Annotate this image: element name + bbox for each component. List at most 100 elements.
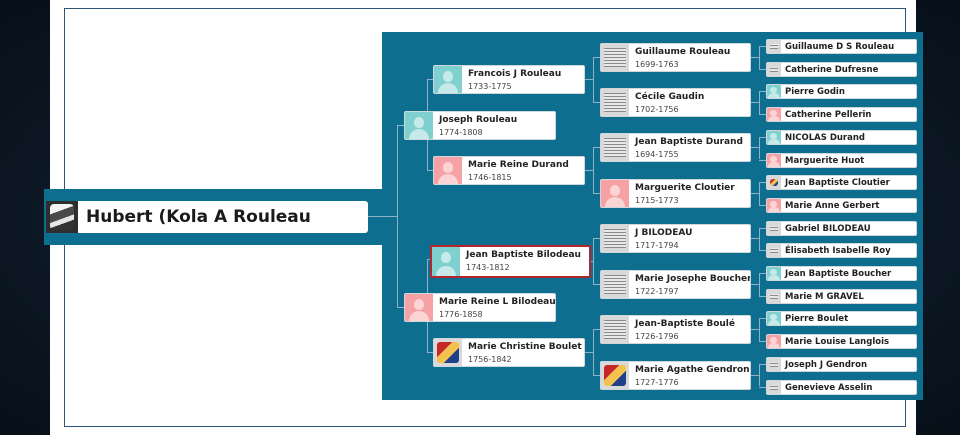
person-name: Marguerite Cloutier [635,183,735,193]
tree-connector-line [585,79,593,80]
person-dates: 1702-1756 [635,105,679,114]
person-name: Jean Baptiste Cloutier [785,178,890,188]
person-dates: 1756-1842 [468,355,512,364]
person-silhouette-icon [767,154,781,167]
grandparent-card[interactable]: Marie Christine Boulet 1756-1842 [433,338,585,367]
great-great-grandparent-card[interactable]: Guillaume D S Rouleau [766,39,917,54]
tree-connector-line [427,79,433,80]
person-photo [601,316,629,343]
root-person-card[interactable]: Hubert (Kola A Rouleau [46,201,368,233]
great-great-grandparent-card[interactable]: Marguerite Huot [766,153,917,168]
great-great-grandparent-card[interactable]: Pierre Godin [766,84,917,99]
person-name: Guillaume Rouleau [635,47,731,57]
tree-connector-line [759,114,766,116]
person-silhouette-icon [767,335,781,348]
tree-connector-line [759,318,760,342]
tree-connector-line [751,102,759,103]
great-grandparent-card[interactable]: Marguerite Cloutier 1715-1773 [600,179,751,208]
tree-connector-line [759,341,766,343]
tree-connector-line [759,91,766,93]
person-dates: 1722-1797 [635,287,679,296]
person-name: Marie Reine Durand [468,160,569,170]
person-dates: 1743-1812 [466,263,510,272]
person-silhouette-icon [405,294,433,321]
tree-connector-line [751,57,759,58]
person-name: Jean Baptiste Durand [635,137,743,147]
person-name: Marie Louise Langlois [785,337,890,347]
tree-connector-line [759,227,766,229]
tree-connector-line [759,136,760,160]
tree-connector-line [593,238,594,284]
tree-connector-line [759,46,766,47]
root-person-name: Hubert (Kola A Rouleau [86,207,311,227]
person-name: Joseph Rouleau [439,115,518,125]
great-great-grandparent-card[interactable]: Genevieve Asselin [766,380,917,395]
tree-connector-line [751,193,759,194]
tree-connector-line [593,375,600,376]
great-great-grandparent-card[interactable]: NICOLAS Durand [766,130,917,145]
great-great-grandparent-card[interactable]: Joseph J Gendron [766,357,917,372]
great-great-grandparent-card[interactable]: Catherine Dufresne [766,62,917,77]
tree-connector-line [585,352,593,353]
great-great-grandparent-card[interactable]: Gabriel BILODEAU [766,221,917,236]
person-dates: 1733-1775 [468,82,512,91]
great-grandparent-card[interactable]: Jean Baptiste Durand 1694-1755 [600,133,751,162]
person-silhouette-icon [767,267,781,280]
person-name: Guillaume D S Rouleau [785,42,895,52]
great-great-grandparent-card[interactable]: Marie Anne Gerbert [766,198,917,213]
person-photo [767,222,781,235]
great-great-grandparent-card[interactable]: Pierre Boulet [766,311,917,326]
great-grandparent-card[interactable]: Marie Agathe Gendron 1727-1776 [600,361,751,390]
great-great-grandparent-card[interactable]: Catherine Pellerin [766,107,917,122]
person-dates: 1776-1858 [439,310,483,319]
tree-connector-line [759,295,766,297]
person-name: Marie Agathe Gendron [635,365,750,375]
person-silhouette-icon [405,112,433,139]
person-photo [601,271,629,298]
person-name: Jean-Baptiste Boulé [635,319,735,329]
person-silhouette-icon [434,66,462,93]
person-name: Joseph J Gendron [785,360,868,370]
great-great-grandparent-card[interactable]: Marie M GRAVEL [766,289,917,304]
great-great-grandparent-card[interactable]: Élisabeth Isabelle Roy [766,243,917,258]
tree-connector-line [759,68,766,70]
tree-connector-line [397,125,398,308]
great-great-grandparent-card[interactable]: Jean Baptiste Cloutier [766,175,917,190]
person-dates: 1715-1773 [635,196,679,205]
tree-connector-line [751,329,759,330]
person-photo [601,225,629,252]
tree-connector-line [759,182,760,205]
tree-connector-line [759,250,766,252]
person-photo [767,63,781,76]
person-dates: 1746-1815 [468,173,512,182]
person-name: J BILODEAU [635,228,693,238]
person-photo [601,134,629,161]
great-great-grandparent-card[interactable]: Jean Baptiste Boucher [766,266,917,281]
person-name: Marie Christine Boulet [468,342,582,352]
tree-connector-line [759,363,766,365]
great-great-grandparent-card[interactable]: Marie Louise Langlois [766,334,917,349]
person-dates: 1694-1755 [635,150,679,159]
tree-connector-line [593,329,594,375]
tree-connector-line [593,102,600,103]
person-name: Catherine Dufresne [785,65,879,75]
person-photo [767,176,781,189]
grandparent-card[interactable]: Marie Reine Durand 1746-1815 [433,156,585,185]
tree-connector-line [751,284,759,285]
person-dates: 1727-1776 [635,378,679,387]
person-silhouette-icon [432,247,460,276]
person-silhouette-icon [767,108,781,121]
person-name: Pierre Boulet [785,314,849,324]
tree-connector-line [593,57,600,58]
person-silhouette-icon [601,180,629,207]
person-photo [767,381,781,394]
